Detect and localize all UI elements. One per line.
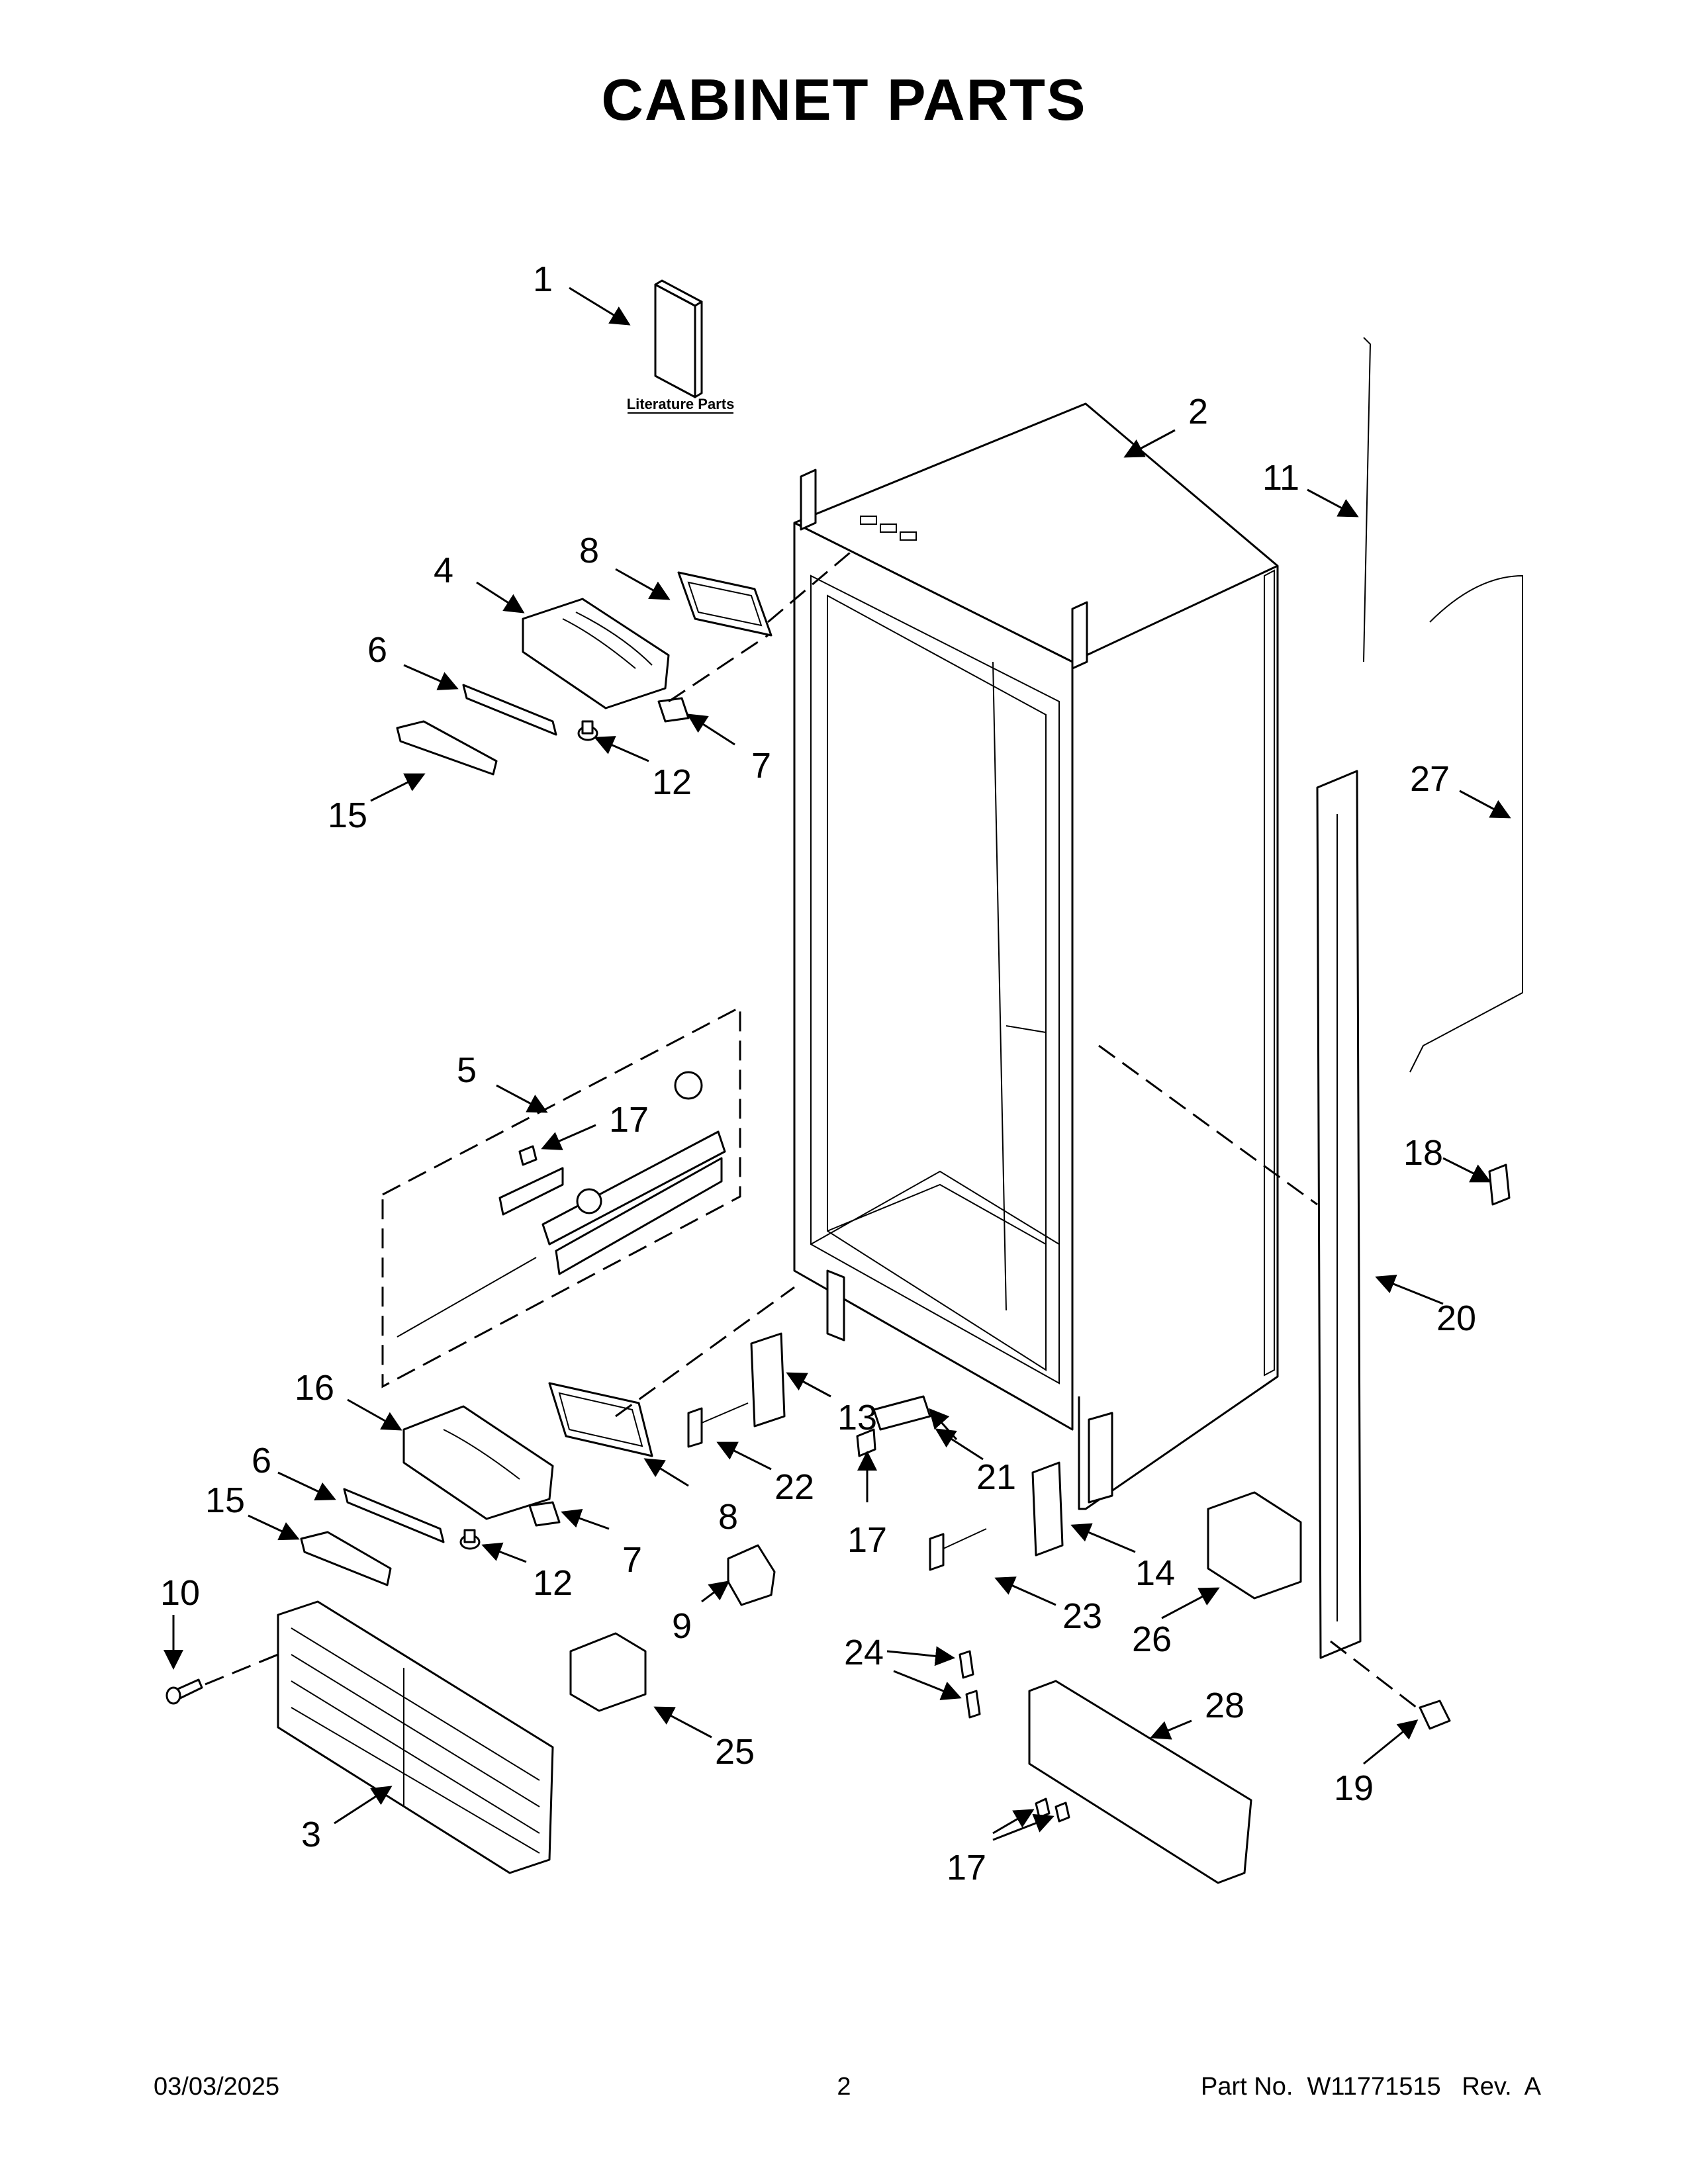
bracket-14 — [1031, 1461, 1064, 1557]
literature-booklet — [654, 279, 703, 398]
callout-15-top: 15 — [328, 796, 367, 835]
hinge-kit-outline — [381, 1005, 741, 1388]
callout-12-bottom: 12 — [533, 1563, 573, 1603]
side-trim-20 — [1316, 770, 1362, 1659]
callout-26: 26 — [1132, 1619, 1172, 1659]
callout-17-kit: 17 — [609, 1100, 649, 1140]
callout-7-top: 7 — [751, 746, 771, 786]
screw-17-cover-a — [1035, 1797, 1051, 1819]
callout-28: 28 — [1205, 1686, 1244, 1725]
callout-7-bottom: 7 — [622, 1540, 642, 1580]
callout-25: 25 — [715, 1732, 755, 1772]
hinge-trim-bottom — [300, 1531, 392, 1586]
door-stop-top — [657, 697, 690, 723]
callout-20: 20 — [1436, 1298, 1476, 1338]
callout-14: 14 — [1135, 1553, 1175, 1593]
rod-11 — [1363, 337, 1372, 662]
screw-17-mid — [856, 1428, 876, 1457]
bracket-13 — [750, 1332, 786, 1428]
callout-21: 21 — [976, 1457, 1016, 1497]
callout-22: 22 — [774, 1467, 814, 1507]
toe-grille — [277, 1600, 554, 1874]
callout-1: 1 — [533, 259, 553, 299]
bottom-cover-28 — [1028, 1680, 1252, 1884]
callout-8-top: 8 — [579, 531, 599, 570]
page-title: CABINET PARTS — [601, 67, 1087, 132]
screw-12-bottom — [459, 1529, 481, 1550]
control-module — [569, 1632, 647, 1712]
callout-15-bottom: 15 — [205, 1480, 245, 1520]
handle-21 — [872, 1395, 931, 1431]
screw-24-a — [959, 1650, 974, 1679]
bracket-23 — [929, 1533, 945, 1571]
callout-4: 4 — [434, 551, 453, 590]
callout-6-top: 6 — [367, 630, 387, 670]
cabinet-body — [793, 402, 1279, 1510]
callout-6-bottom: 6 — [252, 1441, 271, 1480]
screw-10 — [165, 1678, 203, 1705]
callout-3: 3 — [301, 1815, 321, 1854]
callout-10: 10 — [160, 1573, 200, 1613]
screw-17-cover-b — [1055, 1801, 1070, 1823]
screw-24-b — [965, 1690, 981, 1719]
callout-19: 19 — [1334, 1768, 1374, 1808]
screw-19 — [1419, 1700, 1451, 1730]
callout-27: 27 — [1410, 759, 1450, 799]
callout-12-top: 12 — [652, 762, 692, 802]
literature-parts-label: Literature Parts — [627, 396, 735, 412]
hinge-trim-top — [396, 720, 498, 776]
callout-2: 2 — [1188, 392, 1208, 432]
callout-11: 11 — [1262, 458, 1299, 498]
hinge-kit-parts — [397, 1071, 726, 1338]
mount-26 — [1207, 1491, 1302, 1600]
hinge-plate-bottom — [343, 1488, 445, 1543]
callout-17-cover: 17 — [947, 1848, 986, 1888]
footer-part-number: Part No. W11771515 Rev. A — [1201, 2073, 1541, 2101]
callout-18: 18 — [1403, 1133, 1443, 1173]
callout-16: 16 — [295, 1368, 334, 1408]
door-stop-bottom — [528, 1501, 561, 1527]
hinge-cover-bottom — [548, 1382, 653, 1457]
callout-8-bottom: 8 — [718, 1497, 738, 1537]
footer-date: 03/03/2025 — [154, 2073, 280, 2101]
hinge-plate-top — [462, 684, 557, 736]
switch — [727, 1544, 776, 1606]
callout-23: 23 — [1062, 1596, 1102, 1636]
callout-5: 5 — [457, 1050, 477, 1090]
bracket-22 — [687, 1407, 703, 1448]
top-hinge — [522, 598, 670, 709]
callout-17-mid: 17 — [847, 1520, 887, 1560]
callout-13: 13 — [837, 1398, 877, 1437]
callout-24: 24 — [844, 1633, 884, 1672]
wire-27 — [1409, 574, 1523, 1073]
hinge-cover-top — [677, 571, 773, 637]
bottom-hinge — [402, 1405, 554, 1520]
callout-9: 9 — [672, 1606, 692, 1646]
screw-12-top — [577, 720, 598, 741]
footer-page-number: 2 — [837, 2073, 851, 2101]
bracket-18 — [1488, 1163, 1511, 1206]
